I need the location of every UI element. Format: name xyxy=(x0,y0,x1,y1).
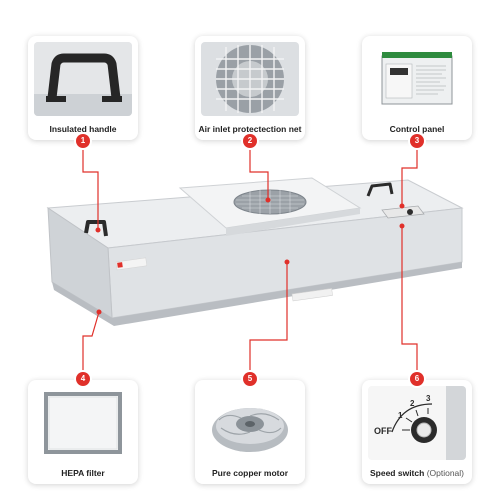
control-panel-module xyxy=(381,205,425,219)
callout-card-control-panel: Control panel xyxy=(362,36,472,140)
callout-label-6-main: Speed switch xyxy=(369,468,425,478)
hepa-filter-photo xyxy=(34,386,132,460)
switch-level-2: 2 xyxy=(410,399,415,408)
leader-line-6 xyxy=(401,226,418,372)
leader-line-4 xyxy=(82,311,100,372)
insulated-handle-photo xyxy=(34,42,132,116)
copper-motor-photo xyxy=(201,386,299,460)
control-panel-photo xyxy=(368,42,466,116)
handle-right xyxy=(366,182,394,197)
callout-card-hepa-filter: HEPA filter xyxy=(28,380,138,484)
leader-line-1 xyxy=(82,148,99,230)
product-label-mark xyxy=(117,262,123,268)
callout-label-2: Air inlet protectection net xyxy=(198,124,302,134)
callout-card-insulated-handle: Insulated handle xyxy=(28,36,138,140)
leader-line-3 xyxy=(401,148,418,206)
callout-card-copper-motor: Pure copper motor xyxy=(195,380,305,484)
callout-card-speed-switch: OFF 1 2 3 Speed switch (Optional) xyxy=(362,380,472,484)
callout-label-6: Speed switch (Optional) xyxy=(362,468,472,478)
callout-label-3: Control panel xyxy=(389,124,445,134)
switch-level-1: 1 xyxy=(398,411,403,420)
callout-label-4: HEPA filter xyxy=(61,468,105,478)
leader-dot-5 xyxy=(284,259,290,265)
leader-dot-1 xyxy=(95,227,101,233)
air-inlet-net-photo xyxy=(201,42,299,116)
warning-sticker xyxy=(291,288,333,302)
callout-label-6-suffix: (Optional) xyxy=(426,468,465,478)
leader-dot-6 xyxy=(399,223,405,229)
switch-off-label: OFF xyxy=(374,426,392,436)
product-label xyxy=(115,257,148,271)
control-knob xyxy=(407,209,413,215)
leader-dot-2 xyxy=(265,197,271,203)
callout-number-3: 3 xyxy=(410,134,424,148)
handle-left xyxy=(84,220,108,237)
speed-switch-photo: OFF 1 2 3 xyxy=(368,386,466,460)
callout-label-5: Pure copper motor xyxy=(211,468,289,478)
callout-number-1: 1 xyxy=(76,134,90,148)
callout-number-5: 5 xyxy=(243,372,257,386)
leader-line-5 xyxy=(249,262,288,372)
callout-label-1: Insulated handle xyxy=(49,124,117,134)
callout-card-air-inlet-net: Air inlet protectection net xyxy=(195,36,305,140)
callout-number-2: 2 xyxy=(243,134,257,148)
fan-box-front xyxy=(226,208,360,236)
leader-line-2 xyxy=(249,148,269,200)
switch-level-3: 3 xyxy=(426,394,431,403)
callout-number-4: 4 xyxy=(76,372,90,386)
leader-dot-3 xyxy=(399,203,405,209)
callout-number-6: 6 xyxy=(410,372,424,386)
leader-dot-4 xyxy=(96,309,102,315)
